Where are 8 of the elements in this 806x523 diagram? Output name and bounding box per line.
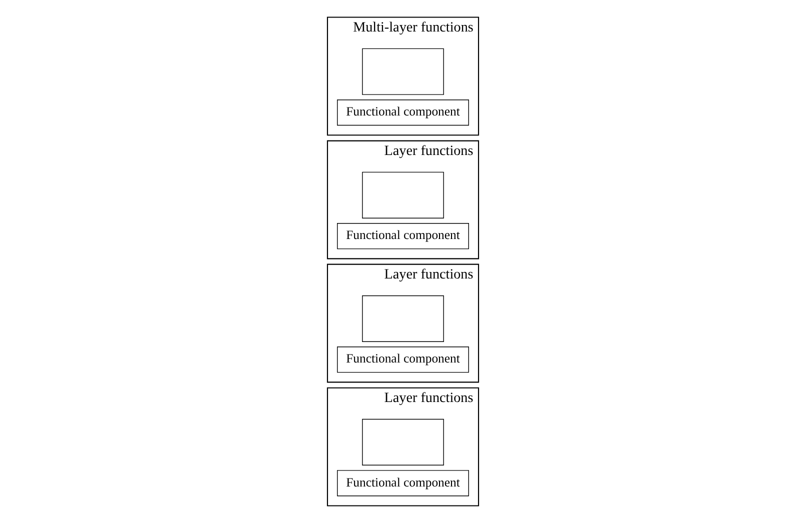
node-box: Functional component — [337, 100, 469, 126]
node-box: Functional component — [337, 346, 469, 373]
node-box — [362, 418, 444, 466]
node-box: Functional component — [337, 223, 469, 250]
node-box: Functional component — [337, 470, 469, 496]
node-box — [362, 48, 444, 95]
node-box — [362, 172, 444, 218]
node-box — [362, 295, 444, 342]
